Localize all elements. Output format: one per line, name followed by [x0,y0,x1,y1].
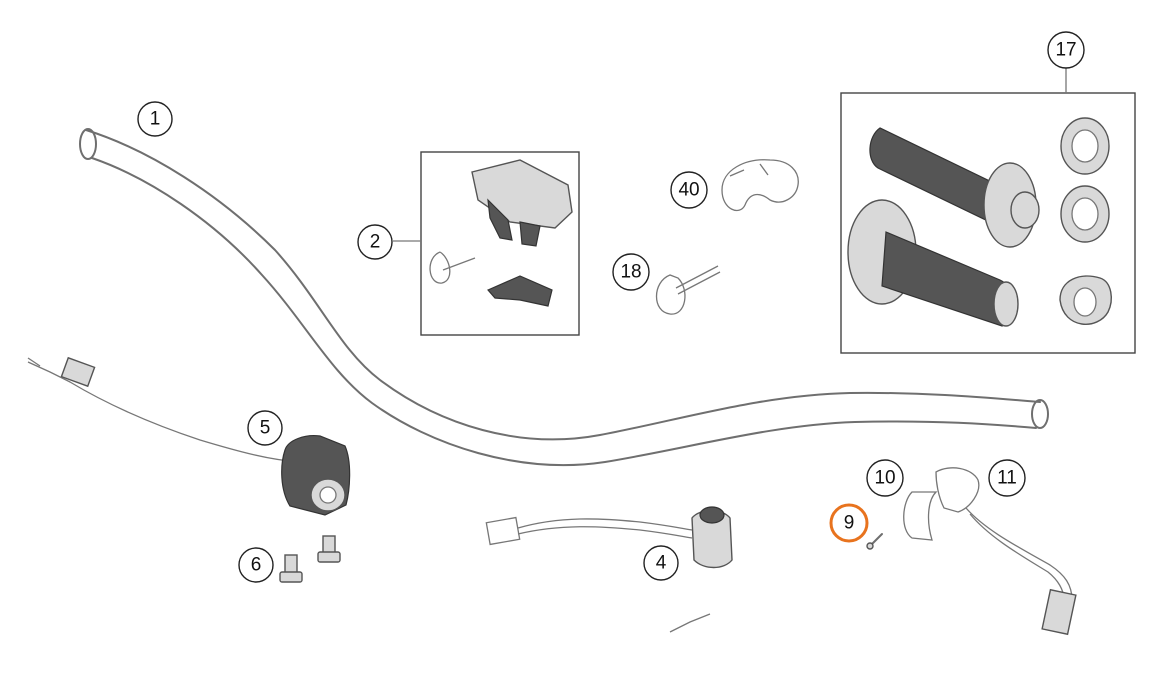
part-6-bolts [279,535,341,583]
svg-text:40: 40 [678,180,699,201]
svg-text:11: 11 [997,468,1017,489]
callout-11[interactable]: 11 [988,459,1026,497]
part-5-switch [27,356,351,516]
handlebar[interactable] [79,128,1049,466]
callout-10[interactable]: 10 [866,459,904,497]
callout-5[interactable]: 5 [247,410,283,446]
callout-17[interactable]: 17 [1047,31,1085,69]
svg-text:10: 10 [874,468,895,489]
callout-2[interactable]: 2 [357,224,393,260]
svg-text:9: 9 [844,513,855,534]
svg-text:2: 2 [370,232,381,253]
callout-4[interactable]: 4 [643,545,679,581]
svg-text:1: 1 [150,109,161,130]
callout-18[interactable]: 18 [612,253,650,291]
part-40-clamp [721,159,799,212]
callout-40[interactable]: 40 [670,171,708,209]
callout-6[interactable]: 6 [238,547,274,583]
svg-text:6: 6 [251,555,262,576]
svg-text:4: 4 [656,553,667,574]
part-17-grips-box [840,68,1136,354]
svg-text:18: 18 [620,262,641,283]
part-9-screw [866,533,883,550]
svg-text:17: 17 [1055,40,1076,61]
part-10-11-clamp [903,467,1077,636]
svg-text:5: 5 [260,418,271,439]
part-2-kit-box [393,151,580,336]
part-4-switch [485,506,733,633]
callout-1[interactable]: 1 [137,101,173,137]
callout-9[interactable]: 9 [829,503,869,543]
part-18-cable-tie [656,265,721,315]
